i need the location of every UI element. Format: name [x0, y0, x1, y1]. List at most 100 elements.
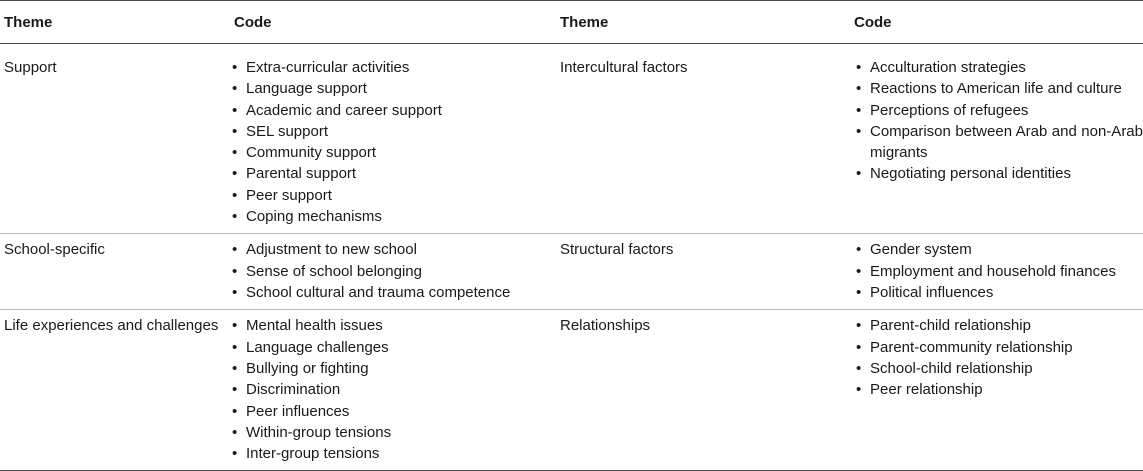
- code-item: •Political influences: [854, 282, 1143, 303]
- bullet-icon: •: [232, 402, 238, 420]
- theme-cell: School-specific: [0, 233, 230, 311]
- code-text: Peer influences: [246, 402, 350, 420]
- code-text: Discrimination: [246, 381, 341, 399]
- header-row: Theme Code Theme Code: [0, 0, 1143, 44]
- code-item: • Employment and household finances: [854, 261, 1143, 282]
- bullet-icon: •: [856, 122, 862, 140]
- code-item: • Acculturation strategies: [854, 57, 1143, 78]
- table-header: Theme Code Theme Code: [0, 0, 1143, 44]
- code-text: Inter-group tensions: [246, 445, 380, 463]
- code-item: • Comparison between Arab and non-Arab mi…: [854, 121, 1143, 164]
- code-list: • Extra-curricular activities • Language su…: [230, 57, 556, 227]
- code-item: • Negotiating personal identities: [854, 163, 1143, 184]
- code-text: Mental health issues: [246, 317, 383, 335]
- bullet-icon: •: [232, 381, 238, 399]
- code-item: • SEL support: [230, 121, 556, 142]
- bullet-icon: •: [856, 80, 862, 98]
- code-item: •Community support: [230, 142, 556, 163]
- code-item: • Parental support: [230, 163, 556, 184]
- code-item: • Adjustment to new school: [230, 239, 556, 260]
- bullet-icon: •: [856, 101, 862, 119]
- bullet-icon: •: [856, 241, 862, 259]
- bullet-icon: •: [856, 359, 862, 377]
- code-item: •School-child relationship: [854, 358, 1143, 379]
- bullet-icon: •: [232, 208, 238, 226]
- code-text: Employment and household finances: [870, 262, 1116, 280]
- code-text: Parent-community relationship: [870, 338, 1073, 356]
- header-theme-2: Theme: [560, 13, 609, 31]
- code-text: Bullying or fighting: [246, 359, 369, 377]
- bullet-icon: •: [232, 423, 238, 441]
- code-item: •Peer support: [230, 185, 556, 206]
- code-item: • Peer influences: [230, 401, 556, 422]
- bullet-icon: •: [856, 165, 862, 183]
- bullet-icon: •: [232, 317, 238, 335]
- table-row: Life experiences and challenges • Mental …: [0, 309, 1143, 471]
- bullet-icon: •: [232, 59, 238, 76]
- code-text: Within-group tensions: [246, 423, 392, 441]
- code-cell: • Gender system • Employment and household …: [850, 233, 1143, 311]
- code-text: Language support: [246, 80, 367, 98]
- bullet-icon: •: [232, 144, 238, 162]
- code-text: School cultural and trauma competence: [246, 283, 511, 301]
- code-list: •Acculturation strategies•Reactions to A…: [854, 57, 1143, 185]
- bullet-icon: •: [232, 165, 238, 183]
- code-text: Parent-child relationship: [870, 317, 1031, 335]
- theme-cell: Support: [0, 43, 230, 235]
- bullet-icon: •: [232, 101, 238, 119]
- code-text: Political influences: [870, 283, 994, 301]
- bullet-icon: •: [232, 262, 238, 280]
- code-item: • Bullying or fighting: [230, 358, 556, 379]
- code-text: Acculturation strategies: [870, 59, 1026, 76]
- bullet-icon: •: [232, 122, 238, 140]
- code-item: • Coping mechanisms: [230, 206, 556, 227]
- code-text: Coping mechanisms: [246, 208, 382, 226]
- header-code-2: Code: [854, 13, 892, 31]
- code-item: • Within-group tensions: [230, 422, 556, 443]
- header-theme-1: Theme: [4, 13, 53, 31]
- theme-cell: Life experiences and challenges: [0, 309, 230, 471]
- theme-cell: Intercultural factors: [556, 43, 850, 235]
- code-item: • Mental health issues: [230, 315, 556, 336]
- code-item: • School cultural and trauma competence: [230, 282, 556, 303]
- code-text: Peer relationship: [870, 381, 983, 399]
- code-item: • Extra-curricular activities: [230, 57, 556, 78]
- code-cell: • Extra-curricular activities • Language su…: [230, 43, 556, 235]
- code-item: • Gender system: [854, 239, 1143, 260]
- code-item: • Peer relationship: [854, 379, 1143, 400]
- code-item: •Academic and career support: [230, 100, 556, 121]
- bullet-icon: •: [856, 59, 862, 76]
- theme-cell: Relationships: [556, 309, 850, 471]
- bullet-icon: •: [856, 338, 862, 356]
- code-text: Adjustment to new school: [246, 241, 417, 259]
- header-code-1: Code: [234, 13, 272, 31]
- code-item: •Sense of school belonging: [230, 261, 556, 282]
- code-list: • Parent-child relationship • Parent-commun…: [854, 315, 1143, 400]
- bullet-icon: •: [232, 80, 238, 98]
- bullet-icon: •: [232, 359, 238, 377]
- code-text: Negotiating personal identities: [870, 165, 1071, 183]
- code-cell: • Parent-child relationship • Parent-commun…: [850, 309, 1143, 471]
- code-text: SEL support: [246, 122, 328, 140]
- code-cell: • Adjustment to new school •Sense of schoo…: [230, 233, 556, 311]
- code-text: Comparison between Arab and non-Arab mig…: [870, 122, 1143, 162]
- bullet-icon: •: [232, 241, 238, 259]
- code-text: Language challenges: [246, 338, 389, 356]
- code-item: •Inter-group tensions: [230, 443, 556, 464]
- code-item: • Discrimination: [230, 379, 556, 400]
- code-list: • Gender system • Employment and household …: [854, 239, 1143, 303]
- code-text: Gender system: [870, 241, 972, 259]
- code-text: Peer support: [246, 186, 332, 204]
- bullet-icon: •: [856, 381, 862, 399]
- code-item: •Language challenges: [230, 337, 556, 358]
- code-list: •Mental health issues•Language challenge…: [230, 315, 556, 464]
- bullet-icon: •: [856, 262, 862, 280]
- code-text: Parental support: [246, 165, 357, 183]
- bullet-icon: •: [232, 283, 238, 301]
- code-item: • Language support: [230, 78, 556, 99]
- code-text: Extra-curricular activities: [246, 59, 410, 76]
- bullet-icon: •: [856, 317, 862, 335]
- table-row: School-specific • Adjustment to new schoo…: [0, 233, 1143, 311]
- code-item: • Parent-child relationship: [854, 315, 1143, 336]
